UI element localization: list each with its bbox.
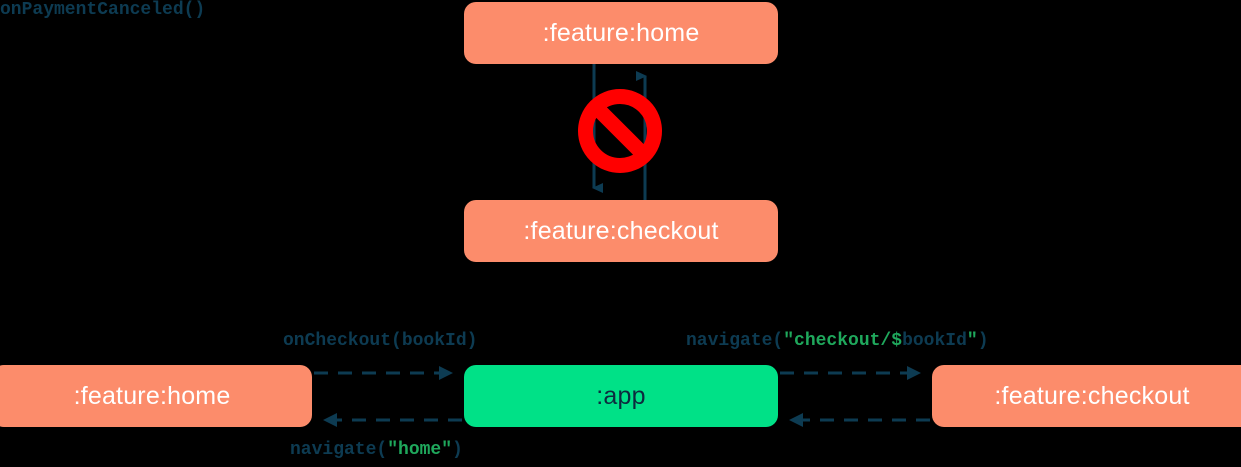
label-token: onPaymentCanceled() [0, 0, 206, 20]
label-token: $ [891, 331, 903, 351]
node-label: :feature:home [73, 381, 231, 410]
edge-label-onpaymentcanceled: onPaymentCanceled() [0, 0, 205, 20]
label-token: " [966, 331, 978, 351]
node-label: :app [596, 381, 646, 410]
node-top-feature-checkout[interactable]: :feature:checkout [464, 200, 778, 262]
prohibited-icon [578, 89, 662, 173]
node-label: :feature:checkout [523, 216, 719, 245]
node-bottom-feature-home[interactable]: :feature:home [0, 365, 312, 427]
label-token: navigate( [686, 331, 784, 351]
label-token: ) [977, 331, 989, 351]
label-token: onCheckout( [283, 331, 402, 351]
edge-label-navigate-checkout: navigate("checkout/$bookId") [686, 331, 989, 351]
node-label: :feature:home [542, 18, 700, 47]
label-token: "checkout/ [783, 331, 892, 351]
label-token: bookId [902, 331, 967, 351]
node-top-feature-home[interactable]: :feature:home [464, 2, 778, 64]
node-bottom-feature-checkout[interactable]: :feature:checkout [932, 365, 1241, 427]
edge-label-oncheckout: onCheckout(bookId) [283, 331, 477, 351]
node-label: :feature:checkout [994, 381, 1190, 410]
label-token: navigate( [290, 440, 388, 460]
node-bottom-app[interactable]: :app [464, 365, 778, 427]
label-token: "home" [387, 440, 453, 460]
edge-label-navigate-home: navigate("home") [290, 440, 463, 460]
label-token: ) [466, 331, 478, 351]
label-token: ) [452, 440, 463, 460]
label-token: bookId [401, 331, 467, 351]
